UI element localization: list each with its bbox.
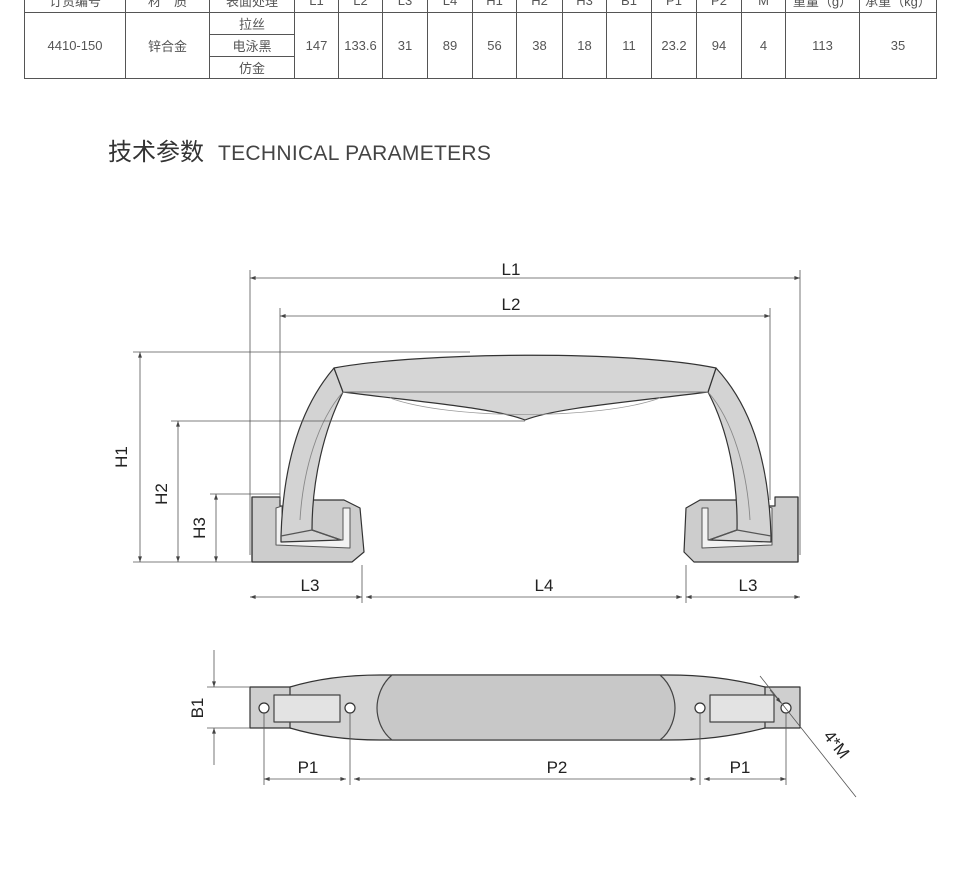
table-row: 仿金 xyxy=(25,56,937,79)
cell-load: 35 xyxy=(859,12,937,79)
top-dimensions xyxy=(207,650,857,798)
cell-p1: 23.2 xyxy=(651,12,697,79)
left-slot xyxy=(273,694,341,723)
label-p1-left: P1 xyxy=(298,758,319,777)
label-h1: H1 xyxy=(112,446,131,468)
cell-h3: 18 xyxy=(562,12,607,79)
label-p1-right: P1 xyxy=(730,758,751,777)
mount-hole-1 xyxy=(258,702,270,714)
top-grip-center xyxy=(376,674,676,741)
cell-b1: 11 xyxy=(606,12,652,79)
section-title: 技术参数 TECHNICAL PARAMETERS xyxy=(108,132,491,167)
label-h2: H2 xyxy=(152,483,171,505)
cell-finish: 拉丝 xyxy=(209,12,295,35)
label-b1: B1 xyxy=(188,698,207,719)
cell-order-no: 4410-150 xyxy=(24,12,126,79)
mount-hole-2 xyxy=(344,702,356,714)
front-dimensions xyxy=(133,270,801,603)
right-slot xyxy=(709,694,775,723)
label-l3-left: L3 xyxy=(301,576,320,595)
cell-l4: 89 xyxy=(427,12,473,79)
cell-l3: 31 xyxy=(382,12,428,79)
label-l3-right: L3 xyxy=(739,576,758,595)
section-title-cn: 技术参数 xyxy=(108,139,204,166)
table-row: 4410-150 锌合金 拉丝 147 133.6 31 89 56 38 18… xyxy=(24,12,937,79)
cell-material: 锌合金 xyxy=(125,12,210,79)
label-l4: L4 xyxy=(535,576,554,595)
label-l2: L2 xyxy=(502,295,521,314)
label-l1: L1 xyxy=(502,260,521,279)
top-view xyxy=(249,674,801,741)
cell-weight: 113 xyxy=(785,12,860,79)
spec-table: 订货编号 材 质 表面处理 L1 L2 L3 L4 H1 H2 H3 B1 P1… xyxy=(24,0,937,79)
label-p2: P2 xyxy=(547,758,568,777)
cell-l1: 147 xyxy=(294,12,339,79)
cell-h2: 38 xyxy=(516,12,563,79)
cell-h1: 56 xyxy=(472,12,517,79)
top-grip xyxy=(333,354,717,421)
mount-hole-3 xyxy=(694,702,706,714)
cell-finish: 仿金 xyxy=(209,56,295,79)
section-title-en: TECHNICAL PARAMETERS xyxy=(218,142,492,165)
cell-m: 4 xyxy=(741,12,786,79)
front-view xyxy=(251,354,799,563)
label-h3: H3 xyxy=(190,517,209,539)
